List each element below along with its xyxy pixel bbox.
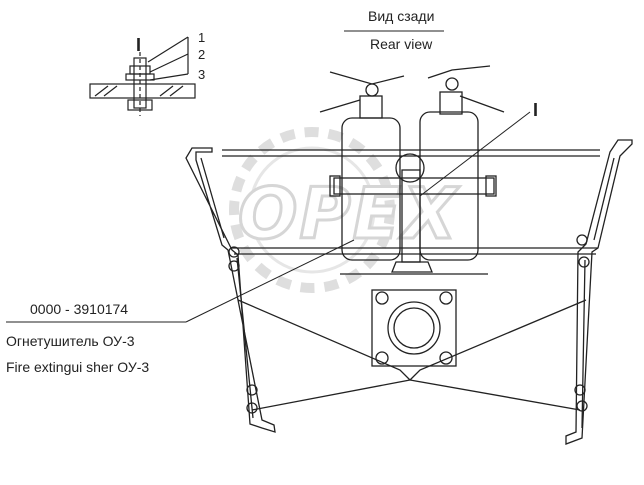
flange-center xyxy=(387,301,441,355)
left-bracket xyxy=(185,147,276,433)
right-bracket xyxy=(565,139,633,445)
rail-bolt-3 xyxy=(576,234,588,246)
ext-left-valve xyxy=(365,83,379,97)
cross-rod-right xyxy=(408,299,587,411)
plate xyxy=(89,83,196,99)
rail-bolt-1 xyxy=(228,246,240,258)
part-name-ru: Огнетушитель ОУ-3 xyxy=(6,333,135,349)
part-name-en: Fire extingui sher ОУ-3 xyxy=(6,359,149,375)
flange-bolt-br xyxy=(439,351,453,365)
mounting-flange xyxy=(340,273,488,367)
detail-i: I xyxy=(89,35,196,116)
ext-left-handle-top xyxy=(329,71,405,85)
ext-right-handle-top xyxy=(427,65,491,79)
flange-bolt-tr xyxy=(439,291,453,305)
detail-marker: I xyxy=(136,35,141,55)
ext-right-valve xyxy=(445,77,459,91)
flange-plate xyxy=(371,289,457,367)
part-label: 0000 - 3910174 Огнетушитель ОУ-3 Fire ex… xyxy=(6,239,355,375)
rail-bolt-6 xyxy=(246,402,258,414)
leader-line-4 xyxy=(149,73,189,81)
ext-right-handle-lower xyxy=(459,95,505,113)
clamp-assembly xyxy=(329,153,497,273)
cross-rod-left xyxy=(237,299,412,411)
clamp-band xyxy=(333,177,495,195)
callout-numbers: 1 2 3 xyxy=(198,30,205,82)
rail-bolt-8 xyxy=(576,400,588,412)
extinguisher-left xyxy=(319,71,405,261)
ext-right-neck xyxy=(439,91,463,115)
flange-bolt-bl xyxy=(375,351,389,365)
callout-2: 2 xyxy=(198,47,205,62)
mounting-frame xyxy=(185,139,633,445)
rail-bolt-7 xyxy=(574,384,586,396)
part-leader xyxy=(185,239,355,323)
top-rail-left xyxy=(222,149,600,157)
callout-1: 1 xyxy=(198,30,205,45)
detail-marker-leader xyxy=(419,111,531,197)
callout-3: 3 xyxy=(198,67,205,82)
flange-bolt-tl xyxy=(375,291,389,305)
ext-left-neck xyxy=(359,95,383,119)
clamp-center-bolt xyxy=(395,153,425,183)
plate-hatch-4 xyxy=(169,85,184,97)
base-bracket xyxy=(391,261,433,273)
flange-center-inner xyxy=(393,307,435,349)
rail-bolt-4 xyxy=(578,256,590,268)
watermark-text: OPEX xyxy=(238,173,460,255)
plate-hatch-2 xyxy=(103,85,118,97)
detail-marker-main: I xyxy=(533,100,538,120)
plate-hatch-3 xyxy=(159,85,174,97)
view-title-ru: Вид сзади xyxy=(368,8,434,24)
leader-line-1 xyxy=(147,36,189,63)
watermark-gear-inner xyxy=(248,146,376,274)
part-number: 0000 - 3910174 xyxy=(30,301,128,317)
left-bracket-inner xyxy=(200,157,254,419)
rail-bolt-2 xyxy=(228,260,240,272)
view-title: Вид сзади Rear view xyxy=(344,8,444,52)
watermark-gear xyxy=(229,127,395,293)
watermark-logo: OPEX xyxy=(229,127,460,293)
plate-hatch-1 xyxy=(94,85,109,97)
clamp-left-end xyxy=(329,175,341,197)
clamp-right-end xyxy=(485,175,497,197)
view-title-en: Rear view xyxy=(370,36,433,52)
lower-rail xyxy=(232,247,598,255)
ext-left-handle-lower xyxy=(319,99,361,113)
leader-line-2 xyxy=(149,53,189,73)
rail-bolt-5 xyxy=(246,384,258,396)
right-bracket-inner xyxy=(581,157,615,429)
